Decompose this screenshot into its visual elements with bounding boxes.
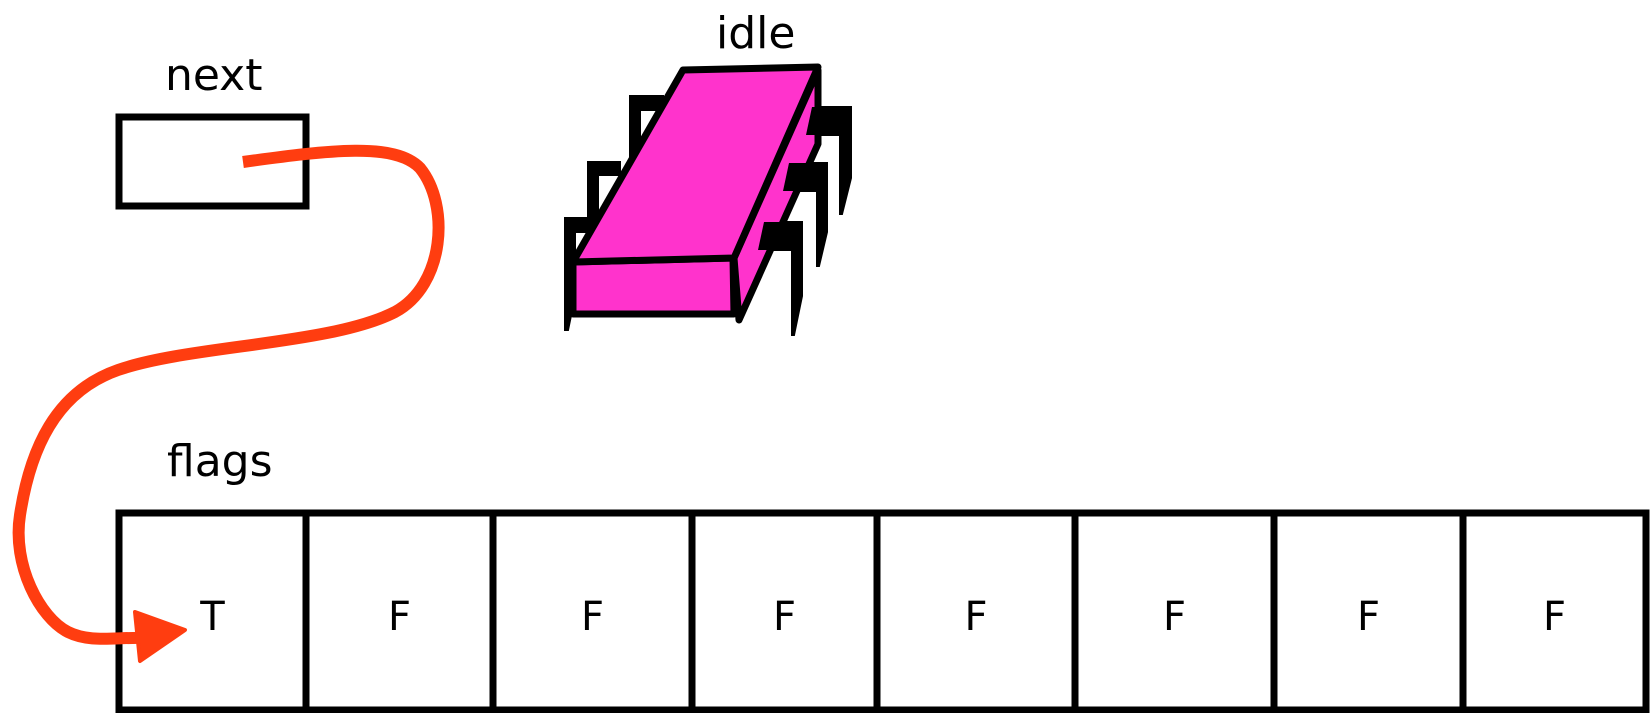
- flag-cell: [688, 509, 881, 713]
- flag-cell: [115, 509, 310, 713]
- flag-cell: [302, 509, 497, 713]
- flag-cell-value: F: [1163, 594, 1186, 640]
- flag-cell-value: F: [773, 594, 796, 640]
- next-label: next: [165, 50, 262, 101]
- flag-cell: [1071, 509, 1278, 713]
- processor-chip-icon: [564, 63, 852, 336]
- pointer-arrowhead: [133, 610, 187, 663]
- flag-cell: [873, 509, 1079, 713]
- idle-label: idle: [716, 8, 795, 59]
- flag-cell: [1270, 509, 1467, 713]
- flags-label: flags: [167, 436, 273, 487]
- pointer-arrow: [12, 144, 445, 663]
- flag-cell-value: F: [964, 594, 987, 640]
- flag-cell-value: F: [581, 594, 604, 640]
- flag-cell-value: F: [1357, 594, 1380, 640]
- flag-cell: [1459, 509, 1650, 713]
- flag-cell-value: F: [1543, 594, 1566, 640]
- pointer-arrow-curve: [12, 144, 445, 645]
- flag-cell-value: T: [199, 594, 225, 640]
- flag-cell-value: F: [388, 594, 411, 640]
